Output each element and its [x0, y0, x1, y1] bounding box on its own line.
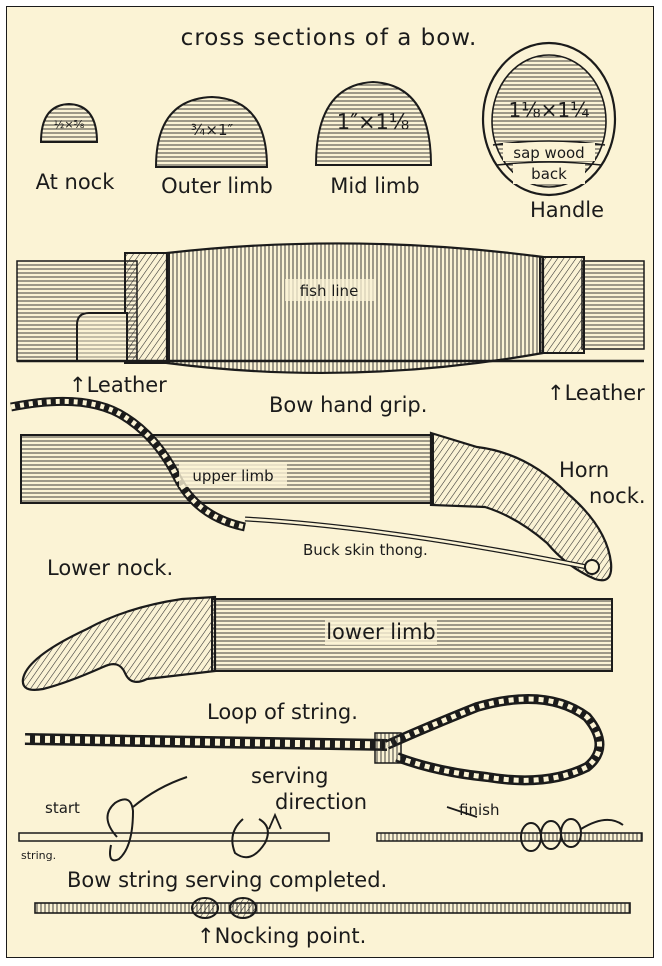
- cross-section-dims: 1″×1⅛: [337, 110, 410, 134]
- nocking-point-diagram: ↑Nocking point.: [35, 898, 630, 948]
- upper-limb-with-horn-nock: upper limb Horn nock. Buck skin thong. L…: [11, 401, 646, 580]
- serving-start-label: start: [45, 799, 80, 817]
- loop-caption: Loop of string.: [207, 700, 358, 724]
- cross-section-dims: ¾×1″: [191, 121, 234, 139]
- horn-label: Horn: [559, 458, 609, 482]
- string-label: string.: [21, 849, 56, 862]
- grip-caption: Bow hand grip.: [269, 393, 427, 417]
- serving-finish-label: finish: [459, 801, 499, 819]
- cross-section-mid-limb: 1″×1⅛ Mid limb: [316, 82, 431, 198]
- bow-hand-grip: fish line ↑Leather ↑Leather Bow hand gri…: [17, 243, 645, 417]
- serving-direction-label-2: direction: [275, 790, 367, 814]
- back-label: back: [531, 165, 567, 183]
- sap-wood-label: sap wood: [513, 144, 584, 162]
- cross-section-label: Mid limb: [330, 174, 419, 198]
- buckskin-thong-label: Buck skin thong.: [303, 541, 428, 559]
- leather-left-label: ↑Leather: [69, 373, 167, 397]
- cross-section-dims: 1⅛×1¼: [509, 98, 590, 122]
- cross-section-dims: ½×⅝: [54, 118, 85, 131]
- nocking-point-label: ↑Nocking point.: [197, 924, 366, 948]
- horn-nock-label: nock.: [589, 484, 646, 508]
- cross-section-at-nock: ½×⅝ At nock: [36, 104, 116, 194]
- fish-line-label: fish line: [300, 282, 359, 300]
- lower-limb: lower limb: [23, 597, 612, 690]
- serving-direction-label-1: serving: [251, 764, 328, 788]
- cross-section-outer-limb: ¾×1″ Outer limb: [156, 97, 273, 198]
- lower-limb-label: lower limb: [326, 620, 436, 644]
- serving-caption: Bow string serving completed.: [67, 868, 387, 892]
- diagram-canvas: cross sections of a bow. ½×⅝ At nock ¾×1…: [7, 7, 652, 956]
- cross-section-label: Handle: [530, 198, 604, 222]
- cross-section-handle: 1⅛×1¼ sap wood back Handle: [483, 43, 615, 222]
- cross-section-label: At nock: [36, 170, 116, 194]
- lower-nock-label: Lower nock.: [47, 556, 173, 580]
- diagram-title: cross sections of a bow.: [181, 25, 478, 51]
- upper-limb-label: upper limb: [192, 467, 273, 485]
- diagram-page: cross sections of a bow. ½×⅝ At nock ¾×1…: [6, 6, 654, 958]
- leather-right-label: ↑Leather: [547, 381, 645, 405]
- cross-section-label: Outer limb: [161, 174, 273, 198]
